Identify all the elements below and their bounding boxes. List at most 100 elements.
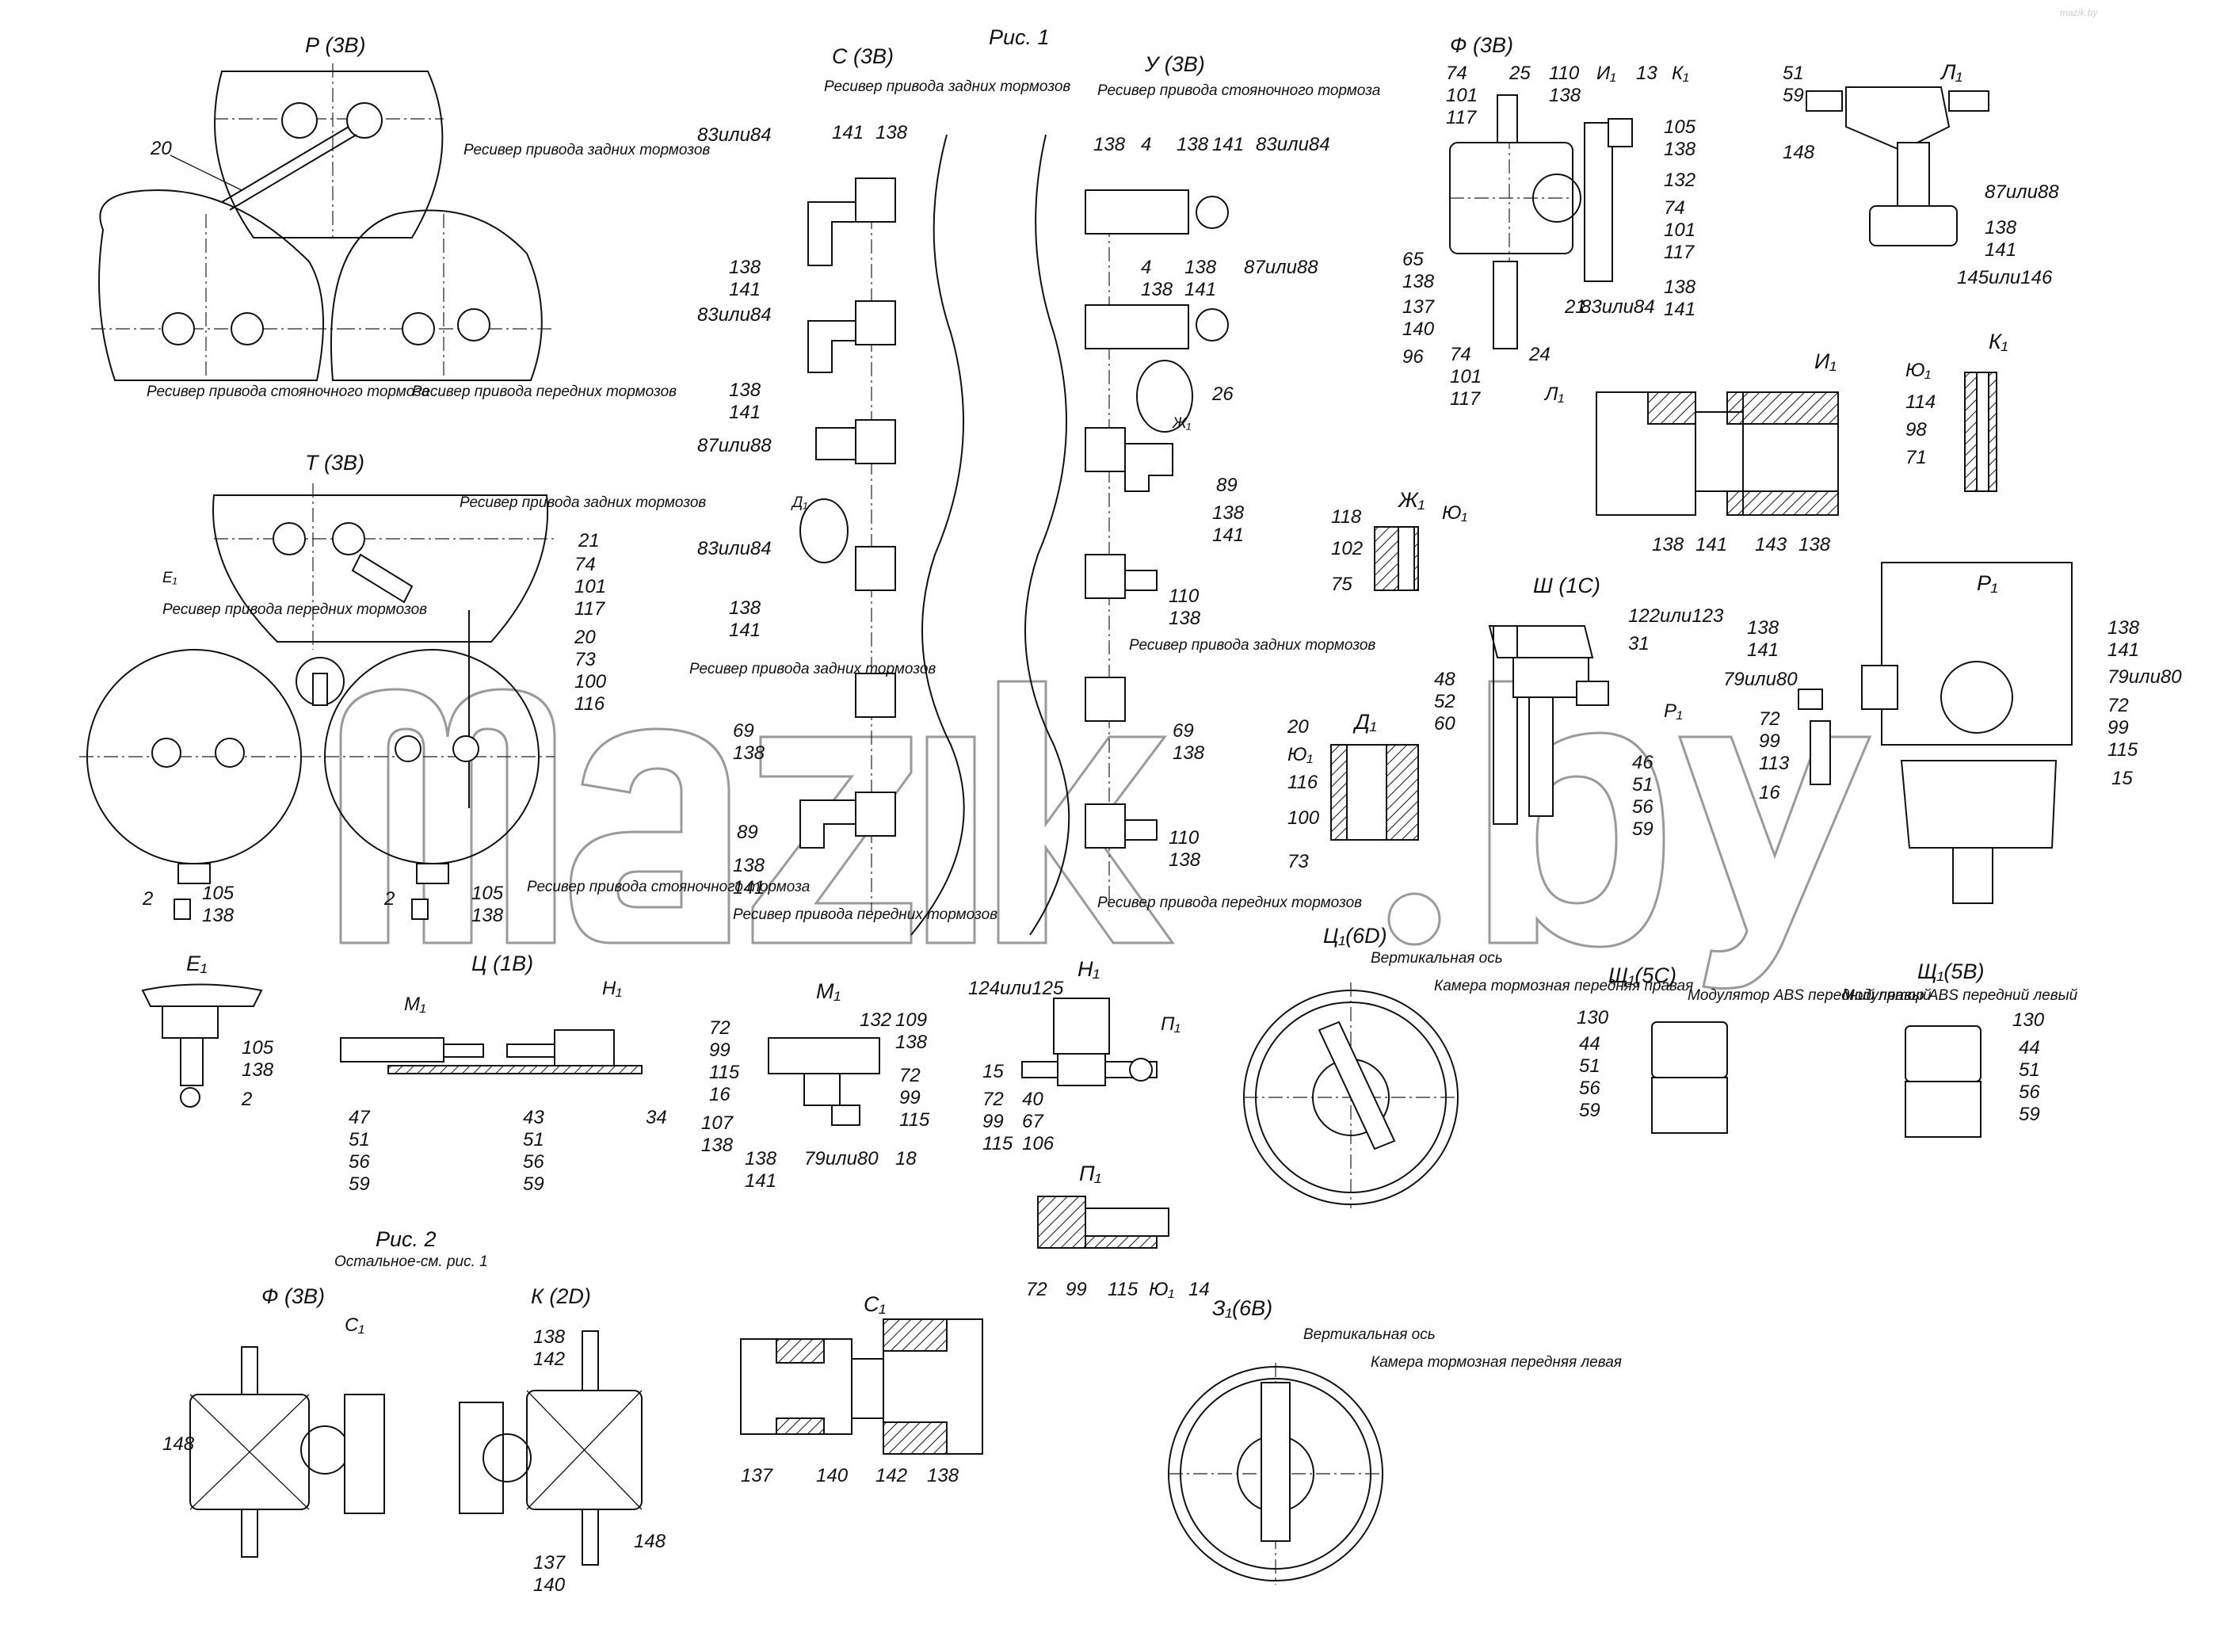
view-d1: Д₁ 20 Ю₁ 116 100 73	[1287, 710, 1419, 872]
svg-text:4: 4	[1141, 257, 1151, 278]
svg-text:130: 130	[1577, 1007, 1609, 1028]
svg-text:69: 69	[1173, 720, 1194, 742]
svg-text:138: 138	[1212, 502, 1245, 524]
view-title-c: С (3В)	[832, 44, 894, 68]
callouts-u: 138 4 138 141 83или84 4 138 138 141 87ил…	[1093, 134, 1330, 871]
svg-text:87или88: 87или88	[1244, 257, 1318, 278]
svg-text:105: 105	[1664, 116, 1696, 138]
view-label-e1-ref: Е₁	[162, 570, 177, 586]
svg-text:137: 137	[741, 1465, 774, 1486]
view-title-ts-1b: Ц (1В)	[471, 952, 533, 975]
svg-text:47: 47	[349, 1107, 371, 1128]
svg-text:56: 56	[2019, 1082, 2040, 1103]
svg-text:83или84: 83или84	[1581, 296, 1655, 318]
svg-text:141: 141	[729, 402, 761, 423]
svg-text:65: 65	[1402, 249, 1424, 270]
svg-text:16: 16	[1759, 782, 1780, 803]
svg-text:138: 138	[202, 905, 235, 926]
view-sch-5b: Щ₁(5В) Модулятор ABS передний левый 130 …	[1842, 960, 2078, 1138]
callouts-m1: 72 99 115 16 107 138 132 109 138 72 99 1…	[701, 1009, 930, 1192]
svg-text:Л₁: Л₁	[1543, 383, 1564, 405]
svg-text:132: 132	[1664, 170, 1695, 191]
view-title-ts1: Ц₁(6D)	[1323, 924, 1387, 948]
svg-text:138: 138	[875, 122, 908, 143]
svg-text:Ю₁: Ю₁	[1442, 502, 1467, 524]
callouts-c1: 137 140 142 138	[741, 1465, 959, 1486]
svg-text:122или123: 122или123	[1628, 605, 1724, 627]
svg-text:87или88: 87или88	[697, 435, 772, 456]
svg-text:59: 59	[1783, 85, 1804, 106]
callouts-r1: 138 141 79или80 72 99 113 16 138 141 79и…	[1723, 617, 2182, 803]
fittings-c	[799, 177, 896, 849]
view-label-zh-ref: Ж₁	[1172, 415, 1191, 432]
svg-text:142: 142	[875, 1465, 907, 1486]
view-title-p: Р (3В)	[305, 33, 366, 57]
view-title-l1: Л₁	[1940, 60, 1962, 84]
label-f2-c1: С₁	[345, 1314, 364, 1336]
note-z1-axis: Вертикальная ось	[1303, 1326, 1436, 1343]
svg-text:71: 71	[1905, 447, 1927, 468]
svg-text:141: 141	[733, 877, 765, 898]
svg-text:117: 117	[1450, 388, 1482, 410]
svg-text:101: 101	[1446, 85, 1478, 106]
svg-text:79или80: 79или80	[1723, 669, 1798, 690]
figure-2-caption: Рис. 2	[376, 1227, 437, 1251]
svg-text:51: 51	[1579, 1055, 1600, 1077]
svg-text:67: 67	[1022, 1111, 1044, 1132]
svg-text:141: 141	[1747, 639, 1779, 661]
svg-text:138: 138	[729, 380, 761, 401]
svg-text:74: 74	[1450, 344, 1471, 365]
svg-text:138: 138	[1747, 617, 1779, 639]
svg-text:2: 2	[241, 1089, 252, 1110]
svg-text:110: 110	[1169, 827, 1200, 849]
svg-text:79или80: 79или80	[2107, 666, 2182, 688]
view-h1: Н₁ 124или125 П₁ 15 72 99 115 40 67 106	[968, 957, 1181, 1154]
view-r1: Р₁ 138 141 79или80 72 99 113 16 138 141 …	[1723, 562, 2182, 904]
note-ts-axis: Вертикальная ось	[1371, 950, 1503, 967]
note-p-park: Ресивер привода стояночного тормоза	[147, 383, 429, 400]
svg-text:98: 98	[1905, 419, 1927, 441]
svg-text:4: 4	[1141, 134, 1151, 155]
note-u-3: Ресивер привода передних тормозов	[1097, 895, 1362, 911]
view-label-d1-ref: Д₁	[791, 494, 807, 511]
callouts-k1: 114 98 71	[1905, 391, 1936, 468]
svg-text:143: 143	[1755, 534, 1787, 555]
note-t-park: Ресивер привода стояночного тормоза	[527, 879, 810, 895]
svg-text:75: 75	[1331, 574, 1352, 595]
svg-text:140: 140	[1402, 319, 1435, 340]
view-label-yu1: Ю₁	[1905, 360, 1931, 381]
view-p1: П₁ 72 99 115 Ю₁ 14	[1026, 1162, 1210, 1300]
svg-text:141: 141	[1212, 134, 1244, 155]
svg-text:83или84: 83или84	[697, 124, 772, 146]
svg-text:72: 72	[982, 1089, 1004, 1110]
view-title-f2: Ф (3В)	[261, 1284, 325, 1308]
note-abs-right: Модулятор ABS передний правый	[1688, 987, 1932, 1004]
svg-text:73: 73	[1287, 851, 1309, 872]
svg-text:72: 72	[2107, 695, 2129, 716]
svg-text:99: 99	[982, 1111, 1004, 1132]
svg-text:72: 72	[709, 1017, 730, 1039]
note-p-rear: Ресивер привода задних тормозов	[463, 142, 710, 158]
svg-text:99: 99	[709, 1040, 730, 1061]
view-t-3b: Т (3В) Ресивер привода задних тормозов Р…	[79, 451, 810, 926]
svg-text:К₁: К₁	[1672, 63, 1689, 84]
svg-text:21: 21	[1564, 296, 1586, 318]
svg-text:56: 56	[1632, 796, 1654, 818]
svg-text:115: 115	[2107, 739, 2138, 761]
svg-text:40: 40	[1022, 1089, 1043, 1110]
svg-text:115: 115	[709, 1062, 740, 1083]
note-c-2: Ресивер привода задних тормозов	[689, 661, 936, 677]
note-u-1: Ресивер привода стояночного тормоза	[1097, 82, 1380, 99]
svg-text:102: 102	[1331, 538, 1363, 559]
view-title-e1: Е₁	[186, 952, 208, 975]
svg-text:148: 148	[634, 1531, 666, 1552]
svg-text:138: 138	[701, 1135, 734, 1156]
svg-text:117: 117	[1446, 107, 1478, 128]
view-title-t: Т (3В)	[305, 451, 364, 475]
view-title-i1: И₁	[1814, 349, 1837, 373]
svg-text:141: 141	[1184, 279, 1216, 300]
svg-text:83или84: 83или84	[697, 538, 772, 559]
note-t-rear: Ресивер привода задних тормозов	[460, 494, 706, 511]
svg-text:138: 138	[1402, 271, 1435, 292]
svg-text:46: 46	[1632, 752, 1654, 773]
